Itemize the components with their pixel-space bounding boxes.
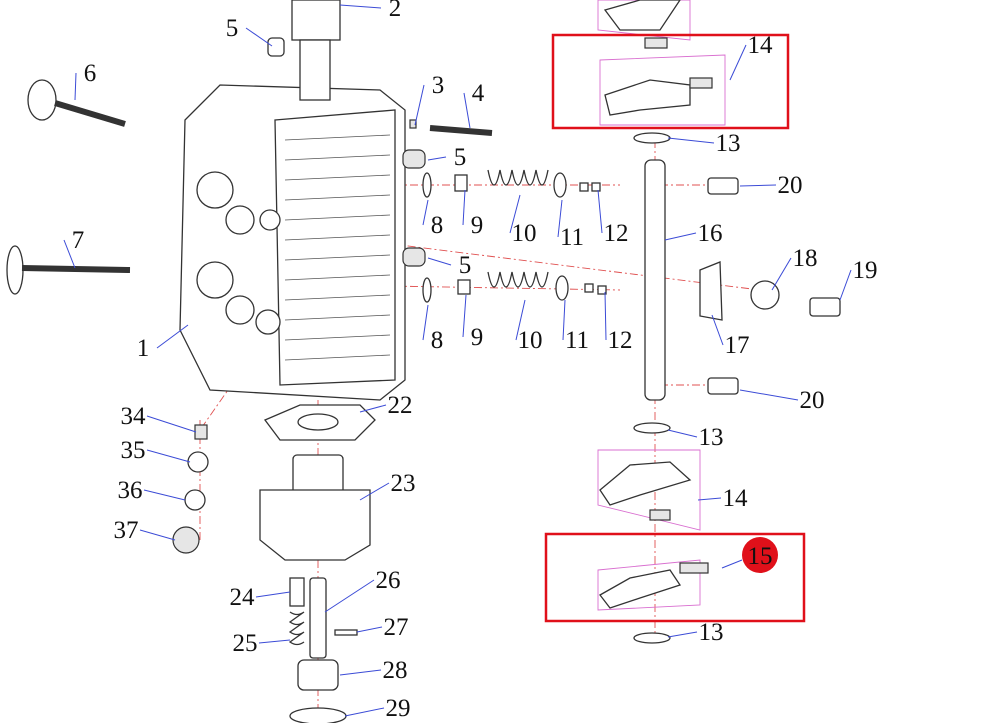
leader-line: [462, 189, 466, 226]
leader-line: [339, 4, 382, 9]
rocker-arms: [597, 0, 726, 611]
leader-line: [63, 239, 76, 269]
part-label-13: 13: [699, 424, 724, 451]
part-label-12: 12: [604, 220, 629, 247]
leader-line: [427, 257, 452, 266]
part-label-11: 11: [565, 327, 589, 354]
leader-line: [359, 404, 387, 413]
leader-line: [604, 291, 607, 341]
leader-line: [356, 626, 383, 633]
part-label-8: 8: [431, 327, 444, 354]
part-label-18: 18: [793, 245, 818, 272]
part-label-7: 7: [72, 227, 85, 254]
part-label-2: 2: [389, 0, 402, 22]
leader-line: [711, 314, 724, 346]
leader-line: [739, 184, 777, 187]
leader-line: [463, 92, 471, 129]
leader-line: [258, 639, 291, 644]
leader-line: [462, 294, 467, 338]
lower-parts: [172, 404, 376, 723]
part-label-36: 36: [118, 477, 143, 504]
part-label-37: 37: [114, 517, 139, 544]
part-label-1: 1: [137, 335, 150, 362]
cylinder-head: [179, 84, 406, 401]
part-label-5: 5: [454, 144, 467, 171]
part-label-25: 25: [233, 630, 258, 657]
part-label-9: 9: [471, 324, 484, 351]
leader-line: [839, 269, 852, 301]
part-label-9: 9: [471, 212, 484, 239]
part-label-6: 6: [84, 60, 97, 87]
leader-line: [324, 579, 375, 613]
leader-line: [245, 27, 273, 47]
valve-springs: [267, 37, 607, 303]
leader-line: [156, 324, 189, 349]
part-label-12: 12: [608, 327, 633, 354]
part-label-15: 15: [748, 543, 773, 570]
part-label-14: 14: [748, 32, 774, 59]
part-label-24: 24: [230, 584, 256, 611]
valves: [6, 79, 131, 295]
part-label-5: 5: [459, 252, 472, 279]
part-label-13: 13: [699, 619, 724, 646]
leader-line: [339, 669, 382, 676]
leader-line: [557, 199, 563, 238]
leader-line: [139, 529, 176, 541]
leader-line: [255, 591, 291, 598]
leader-line: [422, 304, 429, 341]
leader-line: [359, 482, 390, 501]
part-label-34: 34: [121, 403, 147, 430]
leader-line: [562, 299, 566, 341]
part-label-4: 4: [472, 80, 485, 107]
part-label-10: 10: [518, 327, 543, 354]
part-label-3: 3: [432, 72, 445, 99]
leader-line: [667, 631, 698, 638]
part-label-19: 19: [853, 257, 878, 284]
leader-line: [146, 449, 191, 463]
leader-line: [515, 299, 526, 341]
part-label-23: 23: [391, 470, 416, 497]
leader-line: [146, 415, 197, 433]
leader-line: [74, 72, 77, 101]
part-label-35: 35: [121, 437, 146, 464]
leader-line: [771, 257, 792, 291]
leader-line: [664, 232, 697, 241]
part-label-28: 28: [383, 657, 408, 684]
leader-line: [729, 44, 747, 81]
rocker-shaft: [633, 132, 841, 644]
part-label-26: 26: [376, 567, 401, 594]
part-label-22: 22: [388, 392, 413, 419]
part-label-29: 29: [386, 695, 411, 722]
leader-line: [414, 84, 425, 126]
part-label-14: 14: [723, 485, 749, 512]
highlight-box-part-14: [551, 33, 790, 130]
leader-line: [427, 156, 447, 161]
camshaft: [291, 0, 341, 101]
part-label-20: 20: [778, 172, 803, 199]
leader-lines: [63, 4, 852, 717]
leader-line: [597, 189, 603, 234]
part-label-27: 27: [384, 614, 409, 641]
leader-line: [143, 489, 186, 501]
part-label-16: 16: [698, 220, 723, 247]
part-label-17: 17: [725, 332, 750, 359]
part-label-10: 10: [512, 220, 537, 247]
part-label-5: 5: [226, 15, 239, 42]
highlight-marker-15[interactable]: 15: [721, 537, 778, 573]
leader-line: [509, 194, 521, 234]
highlight-box-part-15: [544, 532, 806, 623]
leader-line: [697, 497, 722, 501]
part-label-20: 20: [800, 387, 825, 414]
part-label-11: 11: [560, 224, 584, 251]
leader-line: [422, 199, 429, 226]
leader-line: [667, 137, 715, 144]
part-label-13: 13: [716, 130, 741, 157]
part-label-8: 8: [431, 212, 444, 239]
leader-line: [344, 707, 385, 717]
leader-line: [667, 429, 698, 438]
leader-line: [739, 389, 799, 401]
